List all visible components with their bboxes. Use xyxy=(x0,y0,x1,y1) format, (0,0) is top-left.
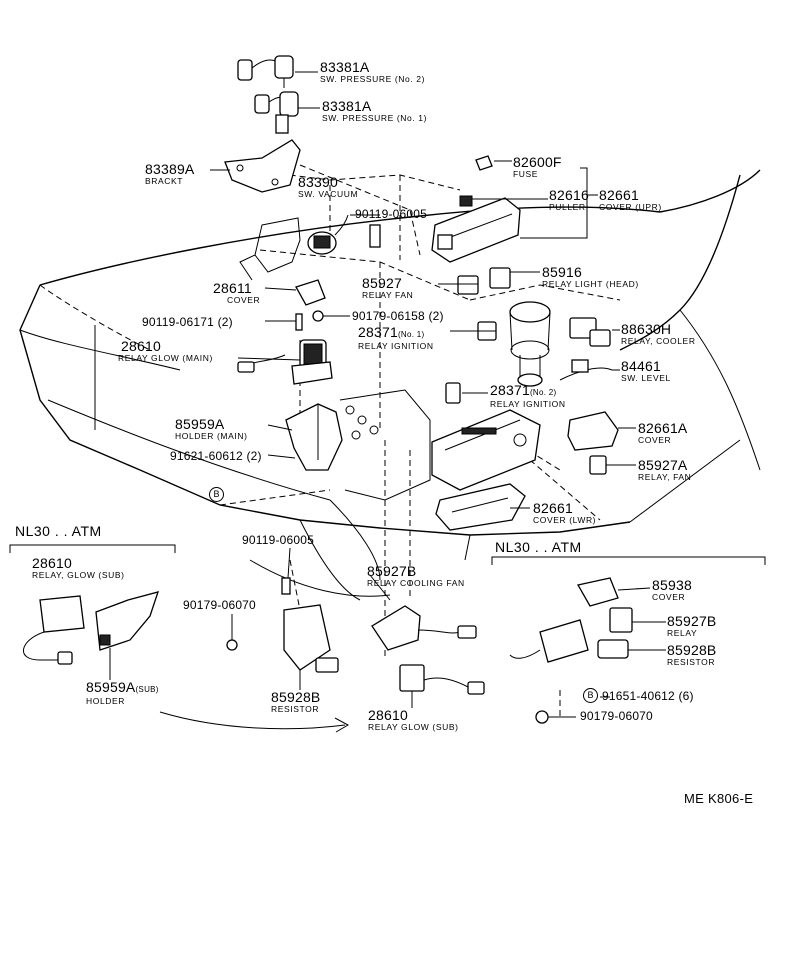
callout-90179-06070-right: 90179-06070 xyxy=(580,709,653,723)
callout-28611: 28611 COVER xyxy=(213,280,261,305)
callout-82616: 82616 PULLER xyxy=(549,187,589,212)
level-switch-tank xyxy=(509,301,613,387)
callout-85927b-cooling-fan: 85927B RELAY COOLING FAN xyxy=(367,563,465,588)
callout-84461: 84461 SW. LEVEL xyxy=(621,358,671,383)
relay-block xyxy=(431,409,541,491)
callout-82661-upr: 82661 COVER (UPR) xyxy=(599,187,662,212)
callout-90179-06158: 90179-06158 (2) xyxy=(352,309,444,323)
relay-glow-sub-center xyxy=(399,664,485,695)
vehicle-body-outline xyxy=(19,169,761,601)
relay-cooler xyxy=(569,317,611,347)
callout-28610-main: 28610 RELAY GLOW (MAIN) xyxy=(118,338,213,363)
callout-91621-60612: 91621-60612 (2) xyxy=(170,449,262,463)
callout-91651-40612: 91651-40612 (6) xyxy=(602,689,694,703)
puller xyxy=(459,195,473,207)
relay-ignition-no2 xyxy=(445,382,461,404)
resistor-85928b-center xyxy=(283,604,339,673)
resistor-85928b-right xyxy=(509,619,629,663)
callout-85928b-center: 85928B RESISTOR xyxy=(271,689,321,714)
nut-90179-06070-left xyxy=(226,639,238,651)
relay-fan-85927a xyxy=(589,455,607,475)
bolt-90119-06005 xyxy=(281,577,291,595)
relay-light-head xyxy=(489,267,511,289)
cover-lower xyxy=(435,483,526,531)
callout-90179-06070-left: 90179-06070 xyxy=(183,598,256,612)
flow-arrow xyxy=(159,711,350,733)
section-label-left: NL30 . . ATM xyxy=(15,523,102,539)
callout-82600f: 82600F FUSE xyxy=(513,154,562,179)
callout-85938: 85938 COVER xyxy=(652,577,692,602)
callout-85959a-sub: 85959A(SUB) HOLDER xyxy=(86,679,159,706)
callout-85927b-right: 85927B RELAY xyxy=(667,613,717,638)
relay-glow-sub-left xyxy=(22,595,85,665)
nut-90179-06070-right xyxy=(535,710,549,724)
callout-83381a-no1: 83381A SW. PRESSURE (No. 1) xyxy=(322,98,428,123)
cover-82661a xyxy=(567,411,619,451)
callout-90119-06005-mid: 90119-06005 xyxy=(242,533,315,547)
relay-cooling-fan-85927b xyxy=(371,605,477,651)
callout-28610-sub-left: 28610 RELAY, GLOW (SUB) xyxy=(32,555,125,580)
leader-lines xyxy=(109,71,666,718)
callout-82661-lwr: 82661 COVER (LWR) xyxy=(533,500,597,525)
pressure-switch-no2 xyxy=(237,55,294,88)
vacuum-switch xyxy=(239,214,381,281)
callout-85916: 85916 RELAY LIGHT (HEAD) xyxy=(542,264,639,289)
marker-b-left: B xyxy=(209,487,224,502)
relay-fan-85927 xyxy=(457,275,479,295)
callout-28610-sub-center: 28610 RELAY GLOW (SUB) xyxy=(368,707,459,732)
holder-main xyxy=(285,389,431,501)
callout-88630h: 88630H RELAY, COOLER xyxy=(621,321,696,346)
relay-glow-main xyxy=(237,339,333,385)
callout-90119-06005-top: 90119-06005 xyxy=(355,207,428,221)
callout-82661a: 82661A COVER xyxy=(638,420,688,445)
diagram-code: ME K806-E xyxy=(684,791,754,806)
callout-90119-06171: 90119-06171 (2) xyxy=(142,315,233,329)
cover-upper xyxy=(431,197,521,263)
section-right-bracket xyxy=(491,556,766,565)
callout-83390: 83390 SW. VACUUM xyxy=(298,174,359,199)
section-left-bracket xyxy=(9,544,176,553)
pressure-switch-no1 xyxy=(254,91,299,134)
callout-85927a: 85927A RELAY, FAN xyxy=(638,457,692,482)
callout-85928b-right: 85928B RESISTOR xyxy=(667,642,717,667)
callout-83381a-no2: 83381A SW. PRESSURE (No. 2) xyxy=(320,59,426,84)
callout-28371-no1: 28371(No. 1) RELAY IGNITION xyxy=(358,324,434,351)
callout-85959a-main: 85959A HOLDER (MAIN) xyxy=(175,416,248,441)
callout-28371-no2: 28371(No. 2) RELAY IGNITION xyxy=(490,382,566,409)
section-label-right: NL30 . . ATM xyxy=(495,539,582,555)
holder-sub-left xyxy=(95,591,159,651)
fuse xyxy=(475,155,493,171)
bracket xyxy=(224,139,301,193)
relay-85927b-right xyxy=(609,607,633,633)
cover-28611 xyxy=(295,279,326,306)
callout-83389a: 83389A BRACKT xyxy=(145,161,195,186)
bolts-nuts xyxy=(295,310,324,331)
callout-85927: 85927 RELAY FAN xyxy=(362,275,414,300)
marker-b-right: B xyxy=(583,688,598,703)
cover-85938 xyxy=(576,577,619,607)
